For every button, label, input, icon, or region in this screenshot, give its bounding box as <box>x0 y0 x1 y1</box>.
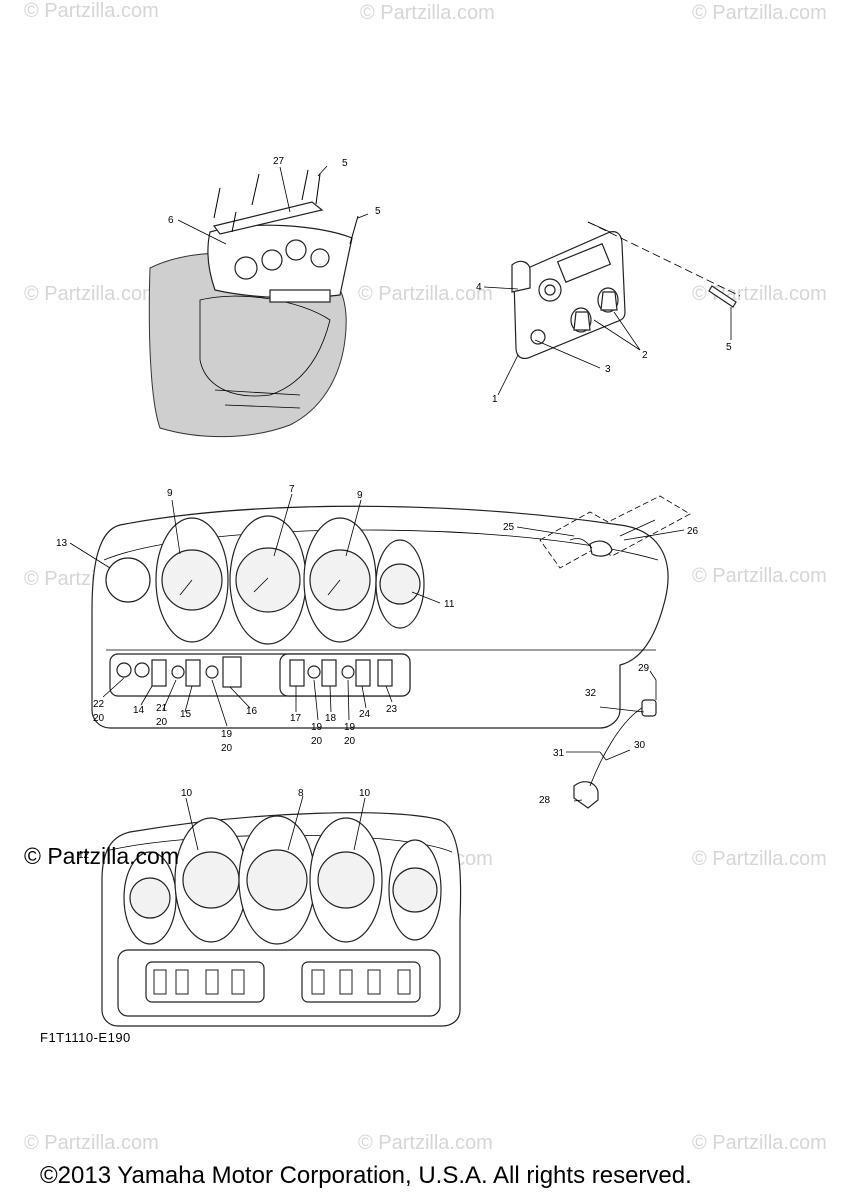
callout-5: 5 <box>342 158 348 169</box>
callout-19: 19 <box>344 722 356 733</box>
callout-18: 18 <box>325 713 337 724</box>
callout-11: 11 <box>444 599 455 610</box>
callout-3: 3 <box>605 364 611 375</box>
callout-2: 2 <box>642 350 648 361</box>
callout-16: 16 <box>246 706 258 717</box>
callout-20: 20 <box>156 717 168 728</box>
gauge-panel-rear <box>101 795 462 1027</box>
screw <box>708 285 737 308</box>
partzilla-watermark: © Partzilla.com <box>24 843 179 869</box>
watermark: © Partzilla.com <box>358 1132 493 1154</box>
watermark: © Partzilla.com <box>692 2 827 24</box>
switch-plate-assembly <box>483 221 741 396</box>
wiring-kit <box>516 495 691 569</box>
callout-1: 1 <box>492 394 498 405</box>
watermark: © Partzilla.com <box>24 283 159 305</box>
callout-9: 9 <box>167 488 173 499</box>
diagram-code: F1T1110-E190 <box>40 1030 131 1045</box>
watermark: © Partzilla.com <box>24 0 159 22</box>
callout-12: 12 <box>78 850 90 861</box>
callout-5: 5 <box>726 342 732 353</box>
callout-13: 13 <box>56 538 68 549</box>
callout-4: 4 <box>476 282 482 293</box>
watermark: © Partzilla.com <box>358 283 493 305</box>
callout-14: 14 <box>133 705 145 716</box>
callout-20: 20 <box>311 736 323 747</box>
callout-31: 31 <box>553 748 565 759</box>
watermark: © Partzilla.com <box>692 1132 827 1154</box>
callout-6: 6 <box>168 215 174 226</box>
console-cowl-assembly <box>148 165 369 438</box>
watermark: © Partzilla.com <box>360 2 495 24</box>
callout-28: 28 <box>539 795 551 806</box>
callout-9: 9 <box>357 490 363 501</box>
callout-20: 20 <box>344 736 356 747</box>
gauge-panel-assembly <box>69 493 669 729</box>
callout-25: 25 <box>503 522 515 533</box>
callout-19: 19 <box>221 729 233 740</box>
callout-21: 21 <box>156 703 168 714</box>
callout-10: 10 <box>181 788 193 799</box>
callout-8: 8 <box>298 788 304 799</box>
callout-17: 17 <box>290 713 302 724</box>
lanyard-switch <box>566 670 657 809</box>
callout-23: 23 <box>386 704 398 715</box>
callout-26: 26 <box>687 526 699 537</box>
callout-10: 10 <box>359 788 371 799</box>
callout-27: 27 <box>273 156 285 167</box>
watermark: © Partzilla.com <box>692 565 827 587</box>
watermark: © Partzilla.com <box>692 848 827 870</box>
callout-20: 20 <box>221 743 233 754</box>
callout-32: 32 <box>585 688 597 699</box>
callout-15: 15 <box>180 709 192 720</box>
callout-19: 19 <box>311 722 323 733</box>
callout-24: 24 <box>359 709 371 720</box>
callout-7: 7 <box>289 484 295 495</box>
trim-strip <box>212 201 324 235</box>
callout-22: 22 <box>93 699 105 710</box>
watermark: © Partzilla.com <box>24 1132 159 1154</box>
callout-29: 29 <box>638 663 650 674</box>
copyright-notice: ©2013 Yamaha Motor Corporation, U.S.A. A… <box>40 1162 692 1189</box>
callout-5: 5 <box>375 206 381 217</box>
callout-30: 30 <box>634 740 646 751</box>
callout-20: 20 <box>93 713 105 724</box>
